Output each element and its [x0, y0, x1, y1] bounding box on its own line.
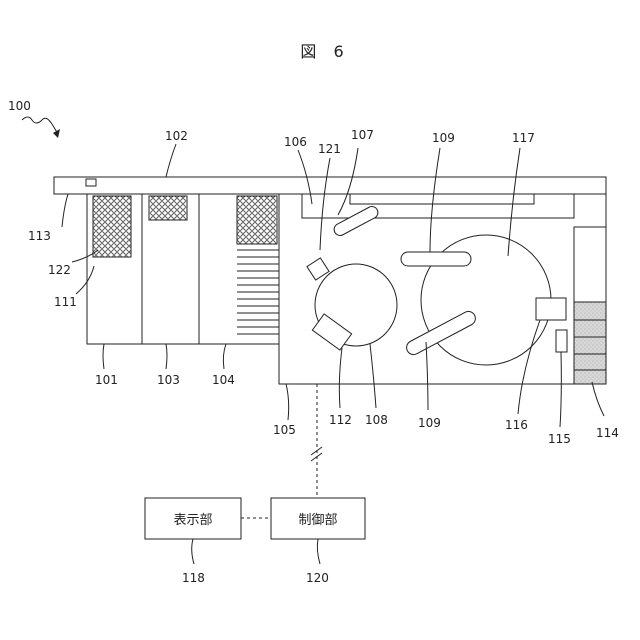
- tube-rack-103: [149, 196, 187, 220]
- cover-slot: [350, 194, 534, 204]
- label-102: 102: [165, 129, 188, 143]
- display-unit-label: 表示部: [173, 513, 212, 528]
- label-112: 112: [329, 413, 352, 427]
- rail-marker: [86, 179, 96, 186]
- label-103: 103: [157, 373, 180, 387]
- label-120: 120: [306, 571, 329, 585]
- control-unit-label: 制御部: [298, 513, 337, 528]
- label-105: 105: [273, 423, 296, 437]
- label-118: 118: [182, 571, 205, 585]
- label-104: 104: [212, 373, 235, 387]
- label-107: 107: [351, 128, 374, 142]
- label-122: 122: [48, 263, 71, 277]
- label-109-top: 109: [432, 131, 455, 145]
- storage-shaded: [574, 302, 606, 384]
- label-115: 115: [548, 432, 571, 446]
- component-116: [536, 298, 566, 320]
- label-106: 106: [284, 135, 307, 149]
- label-113: 113: [28, 229, 51, 243]
- label-121: 121: [318, 142, 341, 156]
- label-114: 114: [596, 426, 619, 440]
- top-rail-113: [54, 177, 606, 194]
- probe-arm-109-top: [401, 252, 471, 266]
- label-100: 100: [8, 99, 31, 113]
- arrow-100-head: [53, 129, 60, 138]
- tube-rack-104: [237, 196, 277, 244]
- label-101: 101: [95, 373, 118, 387]
- tube-rack-122: [93, 196, 131, 257]
- label-108: 108: [365, 413, 388, 427]
- label-117: 117: [512, 131, 535, 145]
- component-115: [556, 330, 567, 352]
- label-111: 111: [54, 295, 77, 309]
- label-109-bottom: 109: [418, 416, 441, 430]
- label-116: 116: [505, 418, 528, 432]
- arrow-100: [22, 117, 58, 134]
- figure-title: 図 6: [300, 42, 349, 61]
